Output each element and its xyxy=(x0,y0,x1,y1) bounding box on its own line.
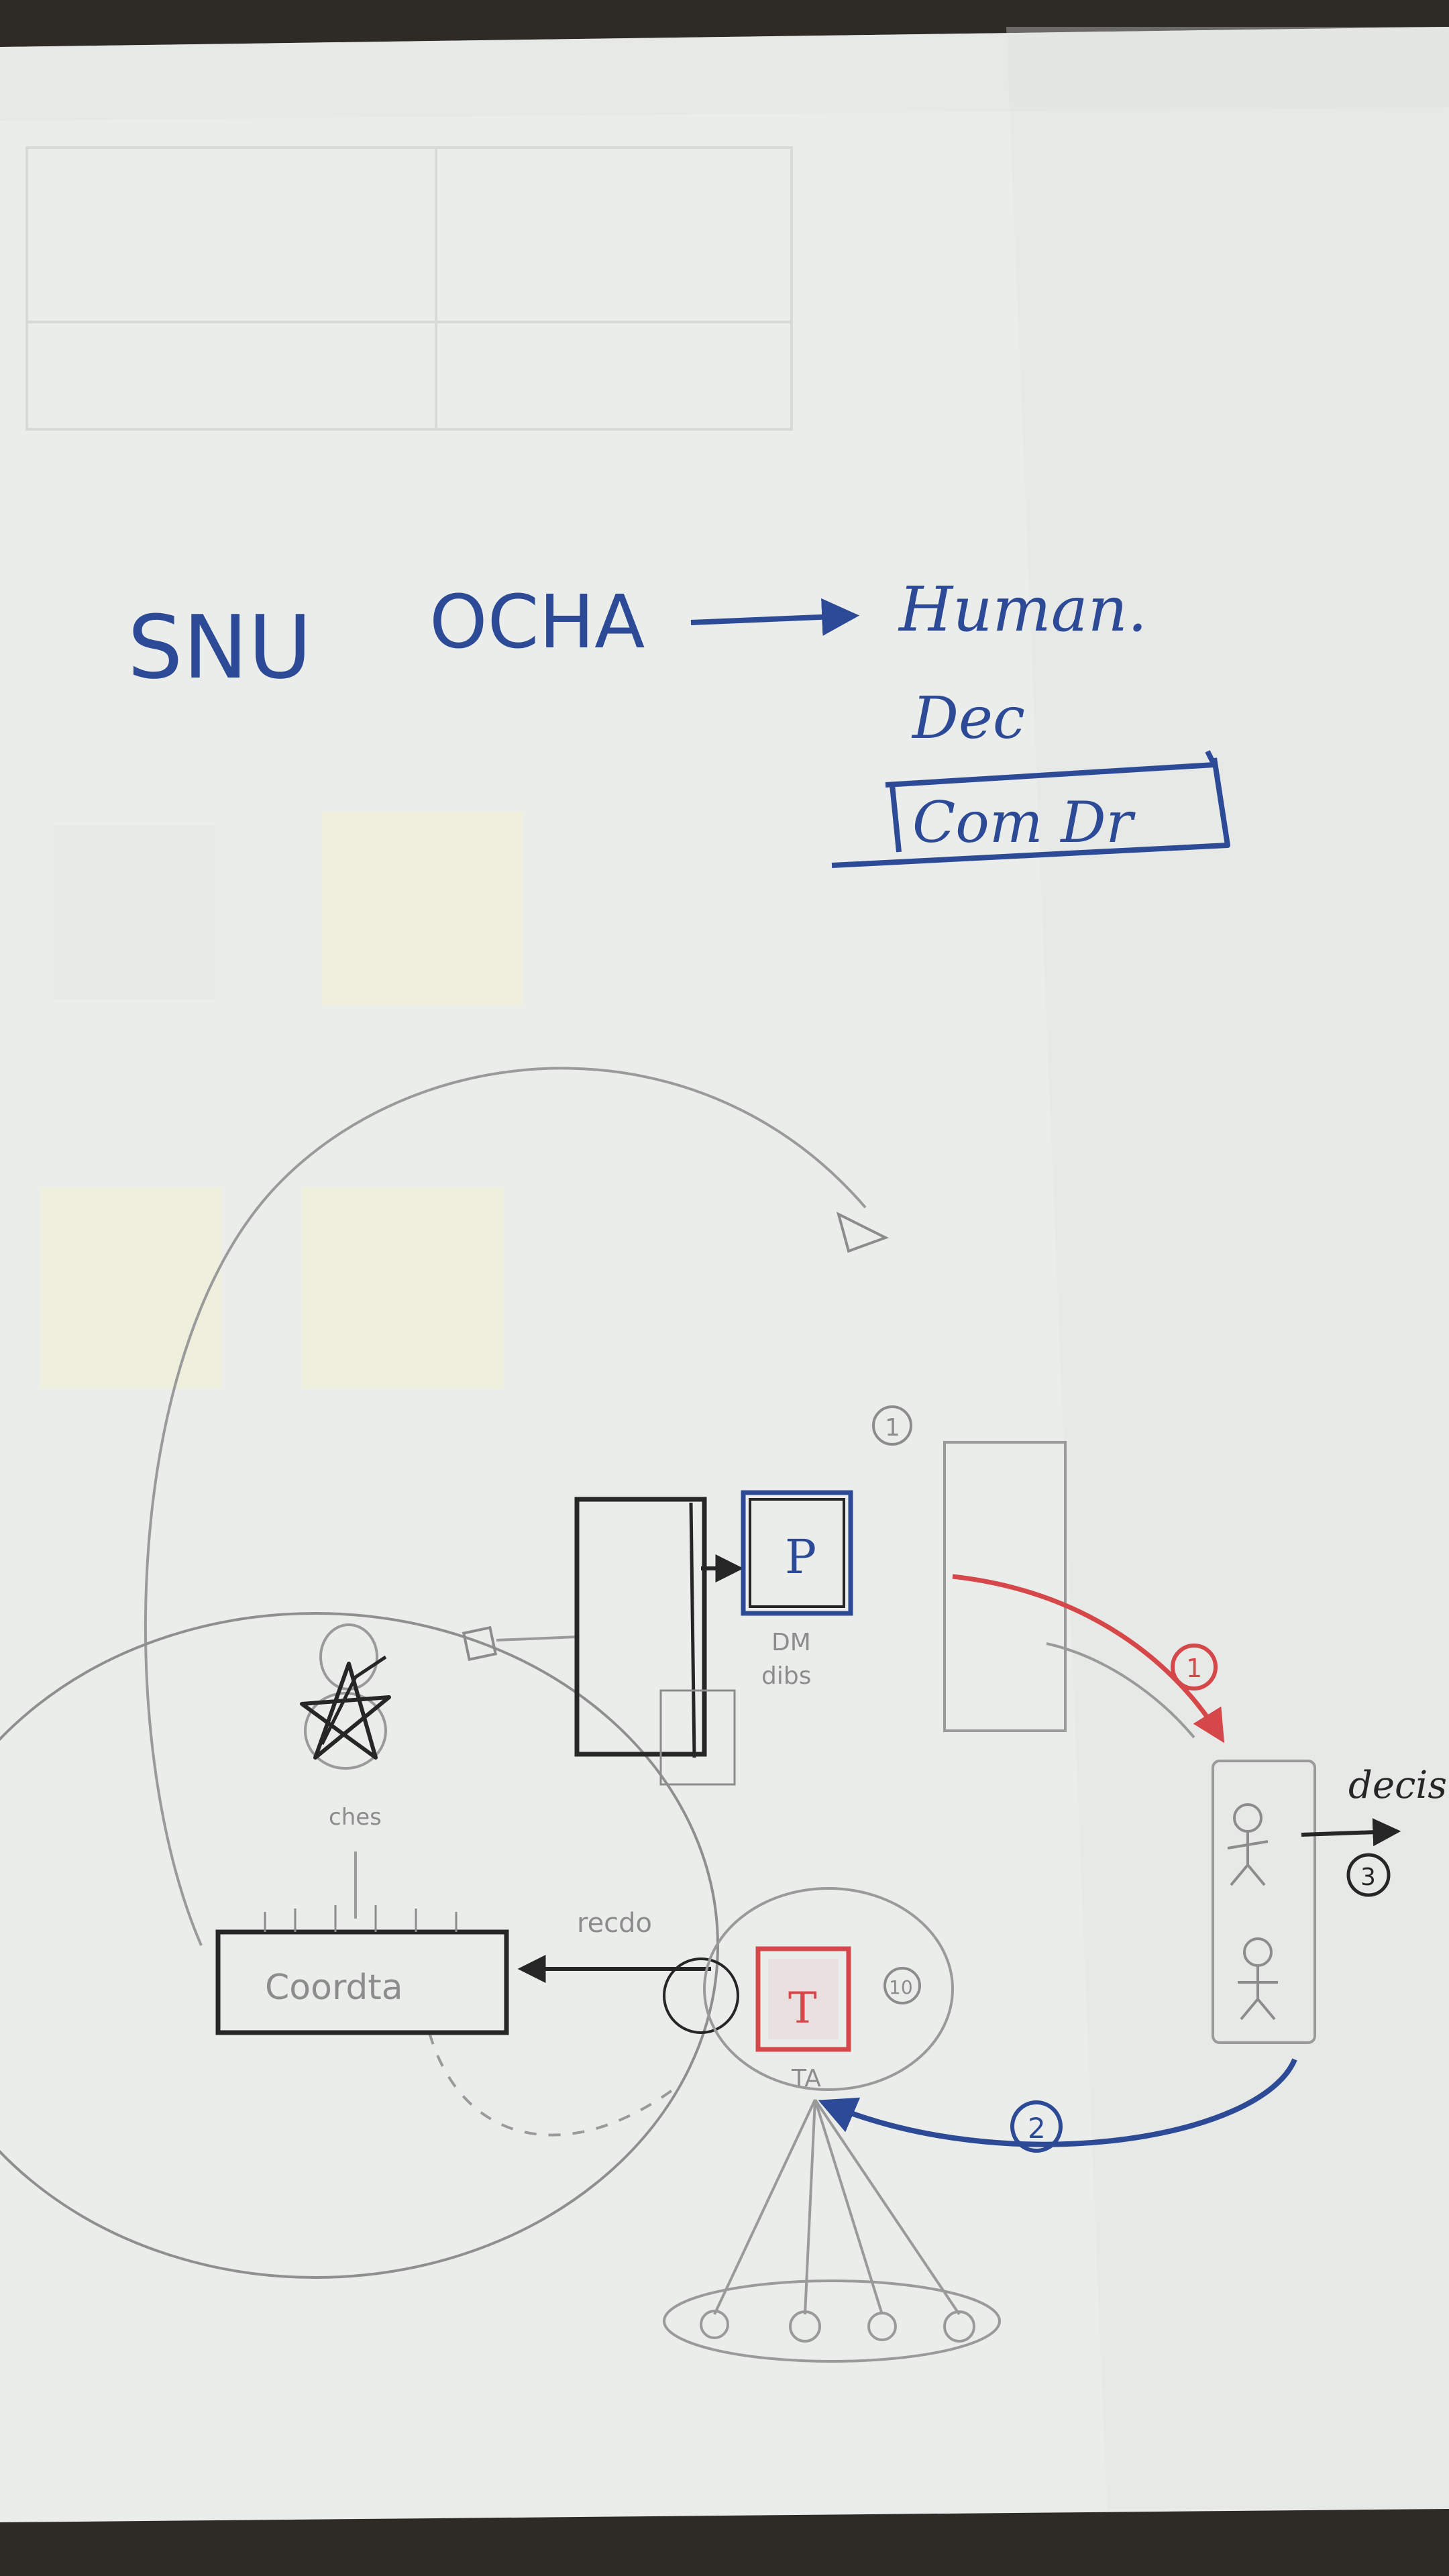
badge-3-label: 3 xyxy=(1360,1864,1376,1891)
header-human: Human. xyxy=(898,574,1147,645)
receive-label: recdo xyxy=(577,1908,652,1939)
ghost-grid xyxy=(25,146,793,431)
pencil-sub-box xyxy=(659,1689,736,1786)
box-t-hatch xyxy=(768,1959,839,2039)
box-t xyxy=(755,1946,851,2052)
header-snu: SNU xyxy=(127,596,312,698)
paper-sheet xyxy=(0,27,1449,2522)
pencil-label-dm-sub: dibs xyxy=(761,1662,811,1690)
pencil-dashed-arc xyxy=(428,2032,679,2137)
pencil-arrow xyxy=(1046,1642,1195,1739)
badge-3 xyxy=(1346,1853,1391,1897)
badge-1 xyxy=(872,1405,912,1446)
box-p xyxy=(741,1490,853,1616)
paper-right-shade xyxy=(1006,27,1449,2509)
header-ocha: OCHA xyxy=(429,579,645,665)
pencil-small-circle xyxy=(304,1692,387,1770)
star-icon-scribble xyxy=(320,1655,387,1746)
com-dr-frame-left xyxy=(890,784,902,853)
badge-1-label: 1 xyxy=(885,1414,900,1442)
badge-2 xyxy=(1010,2100,1063,2153)
ta-label: TA xyxy=(791,2065,821,2092)
people-box xyxy=(1212,1760,1316,2044)
pencil-tree xyxy=(663,2098,1001,2363)
box-p-letter: P xyxy=(785,1529,816,1585)
person-icon xyxy=(1227,1803,1269,1886)
badge-2-label: 2 xyxy=(1028,2112,1046,2145)
pencil-circle-small xyxy=(663,1957,739,2034)
header-com-dr: Com Dr xyxy=(912,790,1136,855)
badge-red-label: 1 xyxy=(1186,1654,1202,1683)
pencil-tall-box xyxy=(943,1441,1067,1732)
person-icon xyxy=(1238,1937,1278,2021)
com-dr-frame xyxy=(831,750,1230,868)
pencil-loop-arrowhead xyxy=(836,1212,890,1253)
pencil-connector xyxy=(496,1635,578,1642)
paper-top-shade xyxy=(0,27,1449,121)
pencil-loop-outer xyxy=(144,1067,867,1946)
pencil-label-star: ches xyxy=(329,1804,382,1831)
header-arrow xyxy=(690,598,860,636)
coord-box-ticks xyxy=(264,1905,458,1932)
pencil-label-dm: DM xyxy=(771,1629,811,1656)
box-p-inner xyxy=(749,1498,845,1608)
sticky-note xyxy=(54,825,215,1000)
badge-10 xyxy=(883,1967,921,2004)
coord-label: Coordta xyxy=(265,1968,403,2008)
black-tall-box xyxy=(574,1497,707,1757)
decision-arrow xyxy=(1301,1818,1401,1847)
pencil-square xyxy=(462,1625,498,1662)
badge-red xyxy=(1171,1644,1218,1690)
coord-box xyxy=(215,1929,509,2035)
box-t-letter: T xyxy=(788,1984,817,2033)
decision-label: decisi xyxy=(1348,1764,1449,1807)
badge-10-label: 10 xyxy=(889,1976,913,1998)
pencil-circle-t xyxy=(703,1887,954,2091)
header-dec: Dec xyxy=(911,685,1025,752)
sticky-note xyxy=(302,1187,503,1389)
red-arrow xyxy=(952,1574,1225,1743)
star-icon xyxy=(300,1662,391,1760)
sticky-note xyxy=(322,812,523,1006)
blue-return-arrow xyxy=(818,2058,1297,2147)
sticky-note xyxy=(40,1187,221,1389)
black-tall-box-edge xyxy=(689,1502,696,1758)
